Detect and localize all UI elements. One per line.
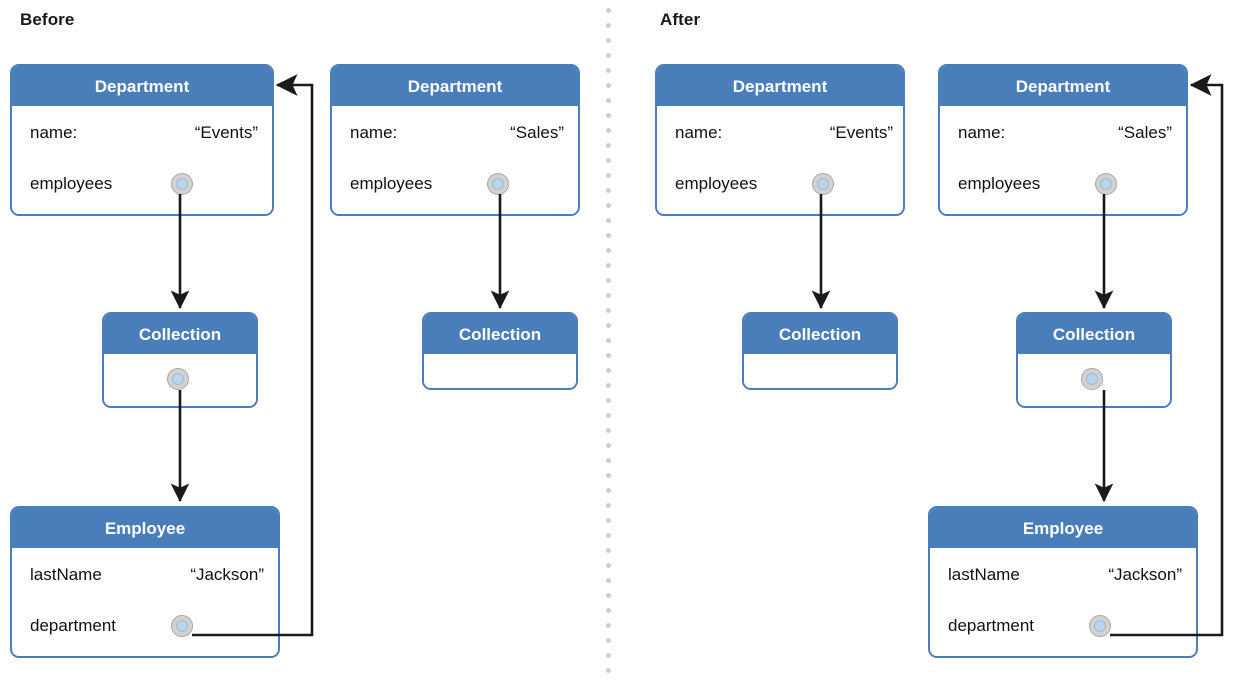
object-row-employees: employees [657,173,903,195]
object-box-header: Employee [930,508,1196,548]
socket-icon-collection-item[interactable] [1081,368,1103,390]
object-box-header: Department [940,66,1186,106]
object-box-collection-right-before[interactable]: Collection [422,312,578,390]
dotted-vertical-divider [606,8,611,680]
socket-icon-employees[interactable] [171,173,193,195]
object-row-department: department [12,615,278,637]
row-key: name: [30,123,78,142]
object-row-name: name: “Events” [12,122,272,144]
object-box-department-events-before[interactable]: Department name: “Events” employees [10,64,274,216]
object-row-name: name: “Sales” [332,122,578,144]
object-box-header: Collection [104,314,256,354]
object-row-department: department [930,615,1196,637]
row-key: department [948,616,1034,635]
row-value: “Events” [829,123,893,142]
object-box-collection-right-after[interactable]: Collection [1016,312,1172,408]
object-box-department-sales-after[interactable]: Department name: “Sales” employees [938,64,1188,216]
row-value: “Sales” [510,123,564,142]
object-row-lastname: lastName “Jackson” [930,564,1196,586]
row-key: lastName [30,565,102,584]
object-box-collection-left-after[interactable]: Collection [742,312,898,390]
row-key: name: [958,123,1006,142]
row-key: employees [350,174,433,193]
row-value: “Sales” [1118,123,1172,142]
socket-icon-collection-item[interactable] [167,368,189,390]
panel-caption-after: After [660,10,701,29]
object-row-lastname: lastName “Jackson” [12,564,278,586]
row-key: name: [675,123,723,142]
object-row-employees: employees [12,173,272,195]
socket-icon-department[interactable] [171,615,193,637]
row-key: department [30,616,116,635]
object-box-department-sales-before[interactable]: Department name: “Sales” employees [330,64,580,216]
row-key: name: [350,123,398,142]
row-key: employees [958,174,1041,193]
socket-icon-employees[interactable] [1095,173,1117,195]
row-key: employees [30,174,113,193]
object-row-employees: employees [940,173,1186,195]
object-box-header: Collection [744,314,896,354]
row-value: “Events” [194,123,258,142]
object-box-header: Department [657,66,903,106]
socket-icon-employees[interactable] [812,173,834,195]
socket-icon-department[interactable] [1089,615,1111,637]
object-box-department-events-after[interactable]: Department name: “Events” employees [655,64,905,216]
object-row-name: name: “Sales” [940,122,1186,144]
row-key: lastName [948,565,1020,584]
row-value: “Jackson” [1108,565,1182,584]
object-box-header: Collection [424,314,576,354]
socket-icon-employees[interactable] [487,173,509,195]
object-box-header: Department [12,66,272,106]
object-row-employees: employees [332,173,578,195]
row-value: “Jackson” [190,565,264,584]
panel-caption-before: Before [20,10,75,29]
object-box-employee-before[interactable]: Employee lastName “Jackson” department [10,506,280,658]
object-box-header: Employee [12,508,278,548]
object-row-name: name: “Events” [657,122,903,144]
object-box-collection-left-before[interactable]: Collection [102,312,258,408]
object-box-employee-after[interactable]: Employee lastName “Jackson” department [928,506,1198,658]
object-box-header: Collection [1018,314,1170,354]
row-key: employees [675,174,758,193]
object-box-header: Department [332,66,578,106]
